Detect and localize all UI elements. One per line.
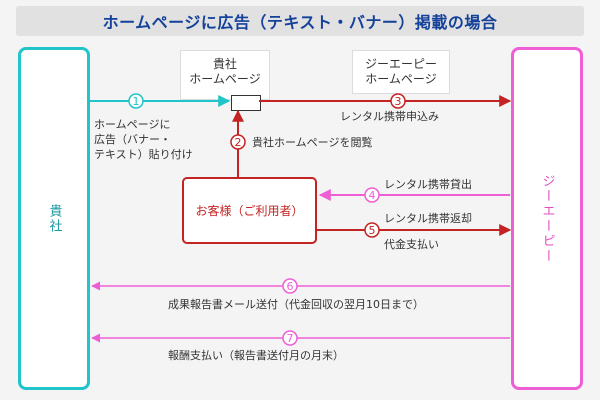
step-1-line3: テキスト）貼り付け — [94, 148, 193, 161]
step-6-number: 6 — [287, 280, 294, 293]
step-7-label: 報酬支払い（報告書送付月の月末） — [168, 349, 344, 362]
step-2-label: 貴社ホームページを閲覧 — [252, 136, 373, 149]
step-5-label-line2: 代金支払い — [384, 238, 439, 251]
step-3-circle — [390, 93, 406, 109]
customer-box: お客様（ご利用者） — [182, 177, 317, 244]
step-1-line1: ホームページに — [94, 118, 171, 131]
step-5-number: 5 — [369, 224, 376, 237]
step-1-label: ホームページに 広告（バナー・ テキスト）貼り付け — [94, 117, 193, 162]
step-1-number: 1 — [133, 95, 140, 108]
ga-homepage-box: ジーエーピー ホームページ — [352, 50, 450, 94]
step-4-label: レンタル携帯貸出 — [384, 178, 472, 191]
ga-label: ジーエーピー — [539, 173, 555, 264]
page-title: ホームページに広告（テキスト・バナー）掲載の場合 — [102, 13, 498, 32]
banner-placeholder — [231, 95, 261, 111]
ga-homepage-line1: ジーエーピー — [364, 57, 437, 71]
step-1-circle — [128, 93, 144, 109]
step-7-number: 7 — [287, 332, 294, 345]
step-7-circle — [282, 330, 298, 346]
step-4-number: 4 — [369, 189, 376, 202]
company-label: 貴社 — [46, 203, 62, 234]
step-3-number: 3 — [395, 95, 402, 108]
step-2-number: 2 — [235, 136, 242, 149]
ga-column: ジーエーピー — [511, 47, 583, 390]
company-homepage-line2: ホームページ — [189, 72, 261, 86]
step-5-circle — [364, 222, 380, 238]
step-1-line2: 広告（バナー・ — [94, 133, 171, 146]
step-6-label: 成果報告書メール送付（代金回収の翌月10日まで） — [168, 298, 424, 311]
ga-homepage-line2: ホームページ — [365, 72, 437, 86]
company-homepage-line1: 貴社 — [212, 57, 237, 71]
step-4-circle — [364, 187, 380, 203]
customer-label: お客様（ご利用者） — [195, 204, 304, 218]
step-6-circle — [282, 278, 298, 294]
company-homepage-box: 貴社 ホームページ — [180, 50, 270, 100]
step-2-circle — [230, 134, 246, 150]
step-3-label: レンタル携帯申込み — [340, 110, 439, 123]
title-bar: ホームページに広告（テキスト・バナー）掲載の場合 — [16, 6, 584, 36]
company-column: 貴社 — [18, 47, 90, 390]
step-5-label-line1: レンタル携帯返却 — [384, 212, 472, 225]
